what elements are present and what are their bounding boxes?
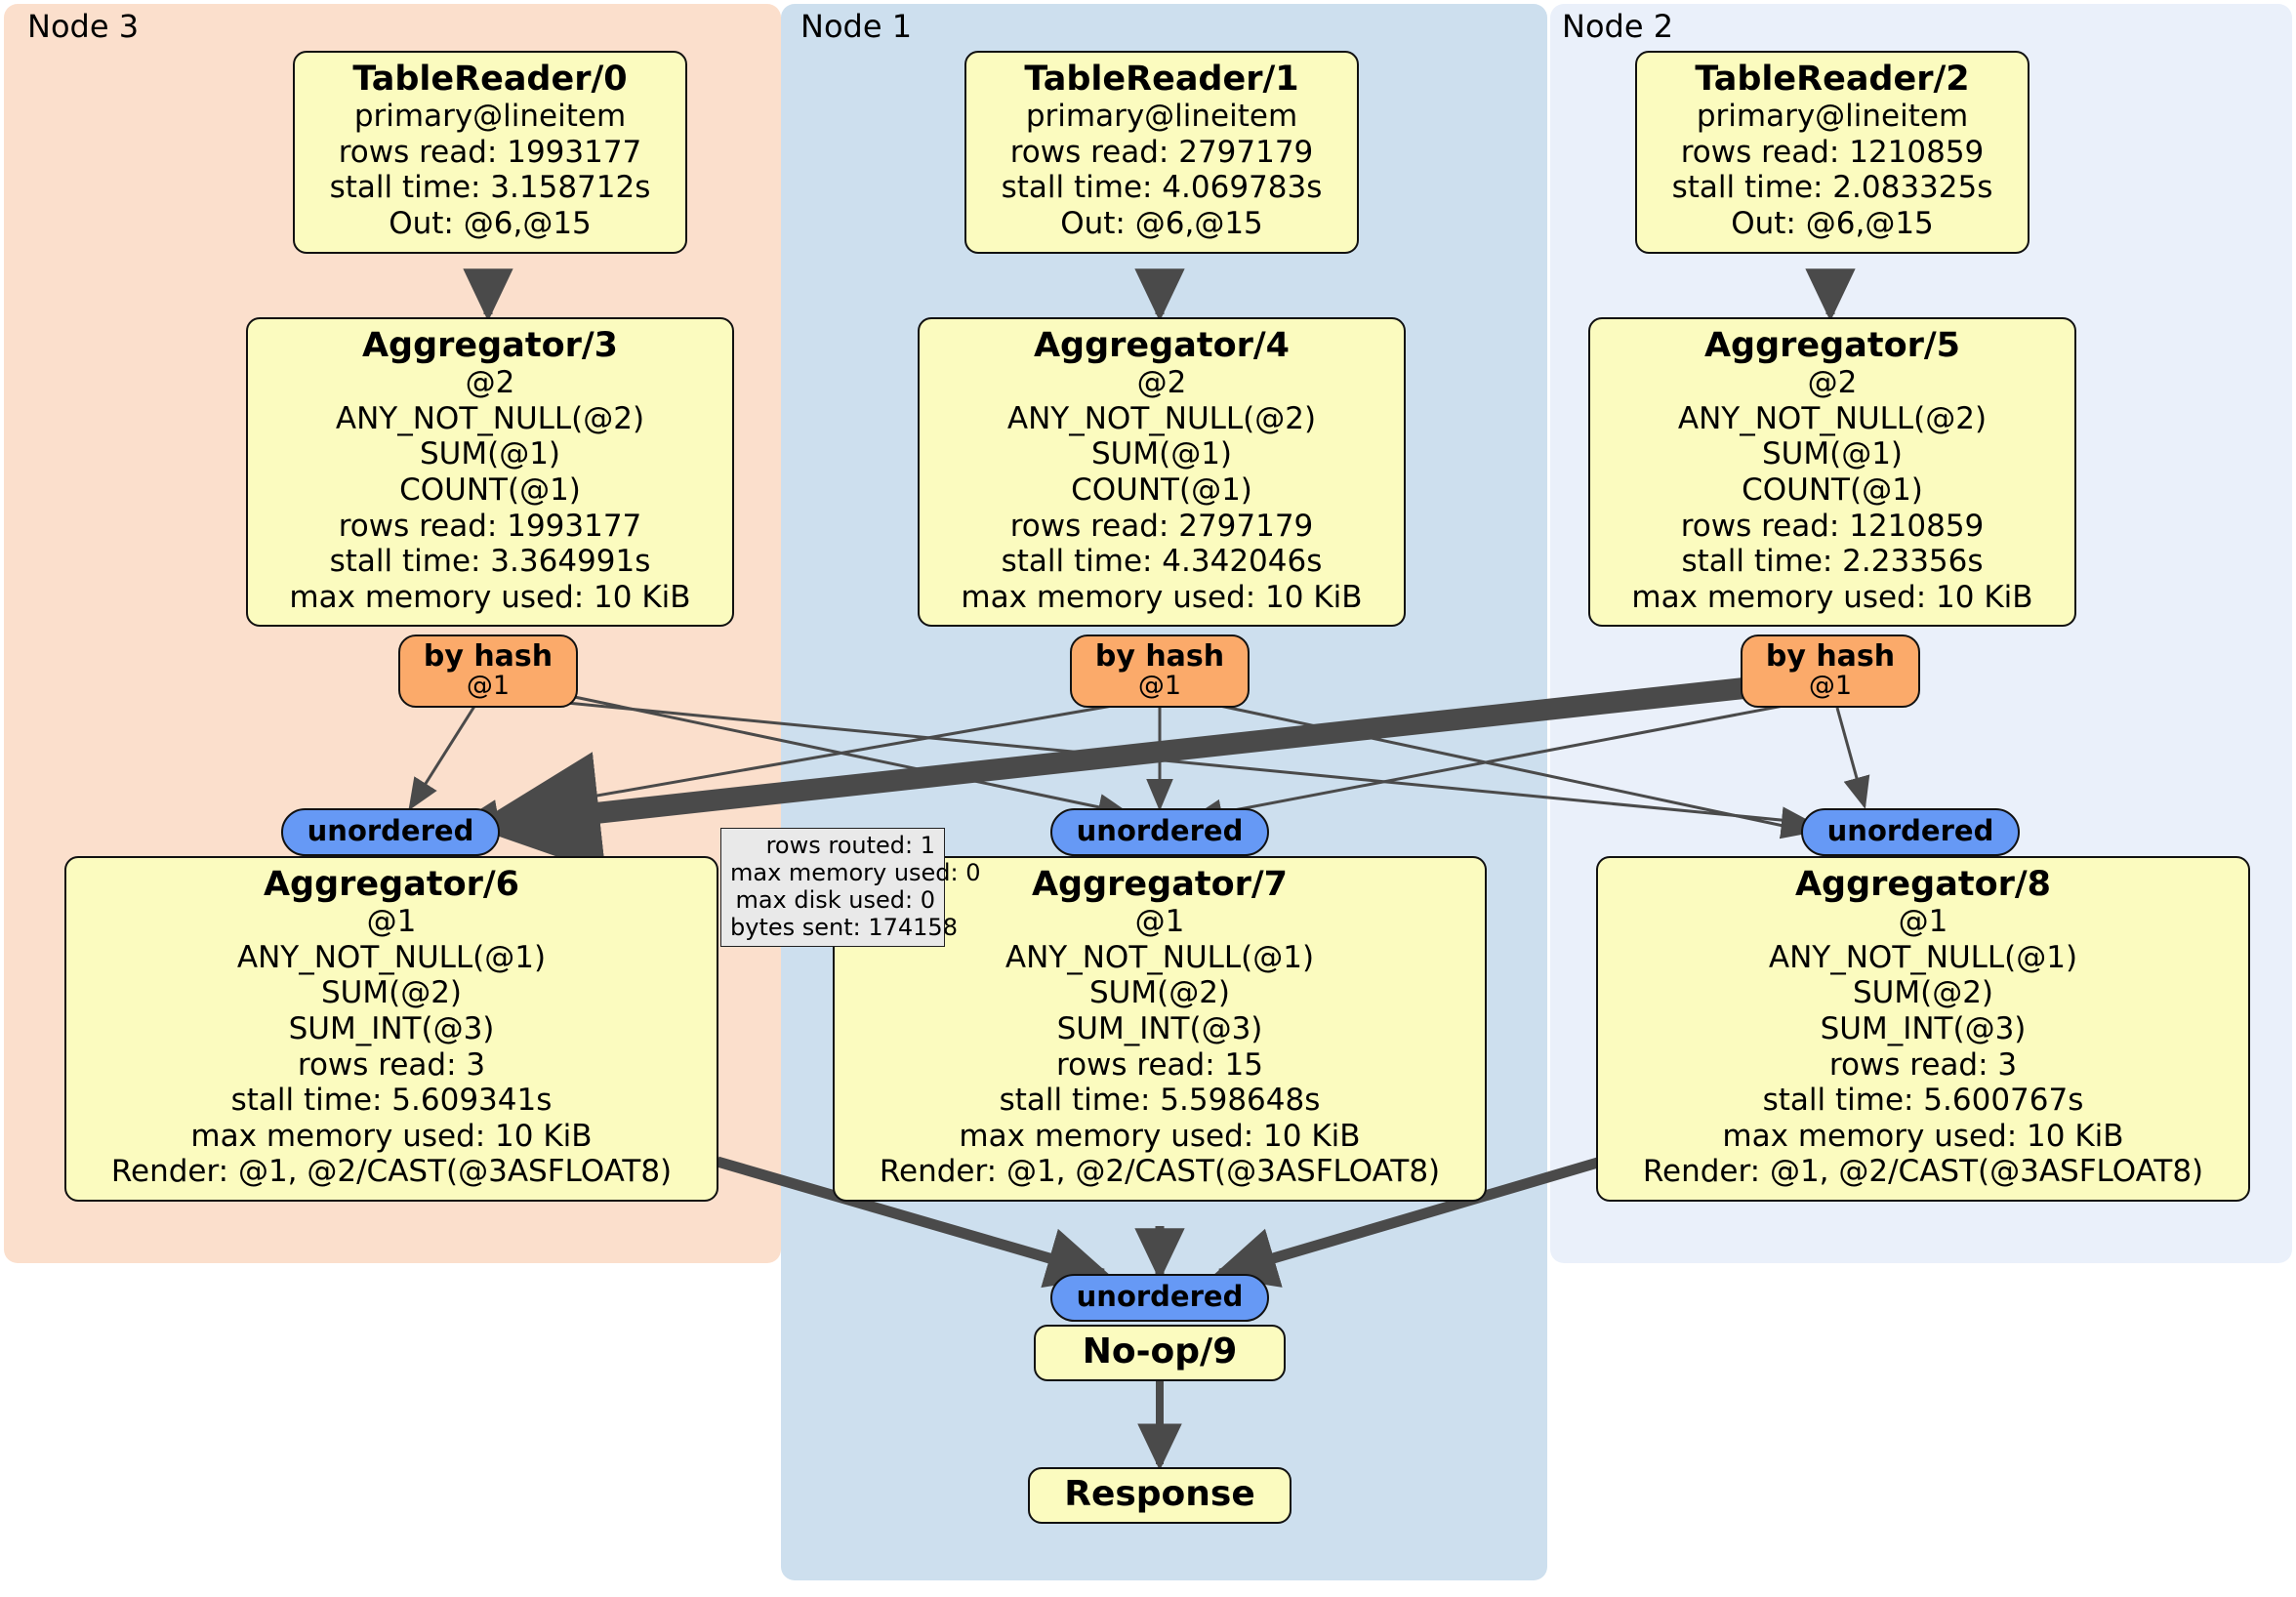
operator-detail-table: primary@lineitem	[1696, 99, 1969, 135]
operator-detail-group: @1	[1134, 904, 1185, 940]
operator-detail-rows-read: rows read: 3	[1828, 1046, 2018, 1083]
operator-detail-stall-time: stall time: 5.609341s	[230, 1083, 553, 1119]
stream-unordered-final[interactable]: unordered	[1050, 1274, 1269, 1323]
operator-title: Aggregator/8	[1794, 865, 2052, 904]
operator-aggregator-4[interactable]: Aggregator/4 @2 ANY_NOT_NULL(@2) SUM(@1)…	[918, 317, 1406, 628]
operator-title: Aggregator/6	[263, 865, 520, 904]
operator-detail-rows-read: rows read: 2797179	[1009, 134, 1314, 170]
operator-tablereader-2[interactable]: TableReader/2 primary@lineitem rows read…	[1635, 51, 2030, 254]
operator-aggregator-3[interactable]: Aggregator/3 @2 ANY_NOT_NULL(@2) SUM(@1)…	[246, 317, 734, 628]
operator-detail-agg-3: SUM_INT(@3)	[1056, 1010, 1263, 1046]
operator-detail-agg-1: ANY_NOT_NULL(@1)	[1768, 939, 2078, 975]
operator-detail-agg-3: SUM_INT(@3)	[288, 1010, 495, 1046]
stream-unordered-center[interactable]: unordered	[1050, 808, 1269, 857]
operator-aggregator-8[interactable]: Aggregator/8 @1 ANY_NOT_NULL(@1) SUM(@2)…	[1596, 856, 2250, 1202]
operator-detail-agg-2: SUM(@2)	[1088, 975, 1231, 1011]
operator-detail-agg-1: ANY_NOT_NULL(@2)	[1677, 400, 1988, 436]
operator-title: Aggregator/4	[1033, 326, 1291, 365]
panel-label-node-1: Node 1	[800, 8, 913, 45]
operator-detail-agg-1: ANY_NOT_NULL(@2)	[1006, 400, 1317, 436]
operator-detail-agg-2: SUM(@1)	[419, 436, 561, 472]
operator-aggregator-6[interactable]: Aggregator/6 @1 ANY_NOT_NULL(@1) SUM(@2)…	[64, 856, 718, 1202]
operator-detail-group: @2	[465, 365, 515, 401]
router-by-hash-node-1[interactable]: by hash @1	[1070, 635, 1250, 709]
operator-detail-agg-3: COUNT(@1)	[1742, 471, 1923, 508]
operator-detail-agg-1: ANY_NOT_NULL(@2)	[335, 400, 645, 436]
panel-label-node-3: Node 3	[27, 8, 140, 45]
operator-detail-group: @1	[1898, 904, 1948, 940]
operator-detail-agg-2: SUM(@2)	[320, 975, 463, 1011]
operator-title: Aggregator/3	[361, 326, 619, 365]
operator-detail-group: @1	[366, 904, 417, 940]
operator-detail-agg-2: SUM(@1)	[1090, 436, 1233, 472]
operator-aggregator-5[interactable]: Aggregator/5 @2 ANY_NOT_NULL(@2) SUM(@1)…	[1588, 317, 2076, 628]
operator-title: TableReader/1	[1024, 60, 1299, 99]
operator-detail-stall-time: stall time: 2.083325s	[1671, 170, 1993, 206]
edge-stat-max-memory-used: max memory used: 0	[730, 859, 981, 887]
router-by-hash-node-3[interactable]: by hash @1	[398, 635, 578, 709]
operator-response[interactable]: Response	[1028, 1467, 1292, 1525]
operator-detail-stall-time: stall time: 2.23356s	[1681, 544, 1984, 580]
operator-title: Aggregator/7	[1031, 865, 1289, 904]
operator-detail-group: @2	[1136, 365, 1187, 401]
operator-detail-max-memory: max memory used: 10 KiB	[959, 1118, 1361, 1154]
stream-unordered-left[interactable]: unordered	[281, 808, 500, 857]
operator-title: Aggregator/5	[1703, 326, 1961, 365]
operator-detail-rows-read: rows read: 3	[297, 1046, 486, 1083]
operator-title: No-op/9	[1082, 1331, 1238, 1372]
operator-tablereader-0[interactable]: TableReader/0 primary@lineitem rows read…	[293, 51, 687, 254]
operator-detail-out: Out: @6,@15	[1060, 205, 1263, 241]
operator-title: TableReader/0	[352, 60, 628, 99]
operator-title: TableReader/2	[1695, 60, 1970, 99]
operator-detail-rows-read: rows read: 1210859	[1680, 508, 1985, 544]
router-title: by hash	[423, 639, 554, 674]
operator-detail-agg-2: SUM(@2)	[1852, 975, 1994, 1011]
operator-detail-agg-3: COUNT(@1)	[399, 471, 581, 508]
router-column: @1	[1808, 671, 1853, 701]
operator-detail-max-memory: max memory used: 10 KiB	[961, 579, 1363, 615]
operator-detail-rows-read: rows read: 15	[1056, 1046, 1263, 1083]
router-column: @1	[1137, 671, 1182, 701]
operator-detail-rows-read: rows read: 1993177	[338, 508, 642, 544]
router-title: by hash	[1765, 639, 1896, 674]
operator-detail-agg-2: SUM(@1)	[1761, 436, 1904, 472]
operator-detail-rows-read: rows read: 2797179	[1009, 508, 1314, 544]
edge-stat-rows-routed: rows routed: 1	[765, 832, 935, 859]
operator-detail-max-memory: max memory used: 10 KiB	[1631, 579, 2033, 615]
operator-detail-group: @2	[1807, 365, 1858, 401]
router-title: by hash	[1094, 639, 1225, 674]
operator-detail-agg-3: SUM_INT(@3)	[1820, 1010, 2027, 1046]
operator-tablereader-1[interactable]: TableReader/1 primary@lineitem rows read…	[964, 51, 1359, 254]
operator-detail-stall-time: stall time: 5.600767s	[1762, 1083, 2084, 1119]
operator-detail-render: Render: @1, @2/CAST(@3ASFLOAT8)	[110, 1154, 673, 1190]
operator-detail-max-memory: max memory used: 10 KiB	[289, 579, 691, 615]
operator-title: Response	[1064, 1474, 1255, 1514]
router-by-hash-node-2[interactable]: by hash @1	[1741, 635, 1920, 709]
operator-detail-stall-time: stall time: 3.158712s	[329, 170, 651, 206]
edge-stats-note: rows routed: 1 max memory used: 0 max di…	[720, 828, 981, 948]
operator-detail-max-memory: max memory used: 10 KiB	[1722, 1118, 2124, 1154]
edge-stat-bytes-sent: bytes sent: 174158	[730, 914, 958, 942]
operator-detail-table: primary@lineitem	[353, 99, 627, 135]
operator-detail-stall-time: stall time: 4.069783s	[1001, 170, 1323, 206]
operator-detail-max-memory: max memory used: 10 KiB	[190, 1118, 593, 1154]
operator-detail-rows-read: rows read: 1993177	[338, 134, 642, 170]
edge-stat-max-disk-used: max disk used: 0	[735, 886, 935, 915]
stream-unordered-right[interactable]: unordered	[1801, 808, 2020, 857]
operator-detail-stall-time: stall time: 3.364991s	[329, 544, 651, 580]
operator-detail-stall-time: stall time: 5.598648s	[999, 1083, 1321, 1119]
operator-detail-agg-3: COUNT(@1)	[1071, 471, 1252, 508]
operator-detail-agg-1: ANY_NOT_NULL(@1)	[236, 939, 547, 975]
operator-detail-out: Out: @6,@15	[389, 205, 592, 241]
operator-noop-9[interactable]: No-op/9	[1034, 1325, 1286, 1382]
operator-detail-agg-1: ANY_NOT_NULL(@1)	[1004, 939, 1315, 975]
operator-detail-table: primary@lineitem	[1025, 99, 1298, 135]
operator-detail-out: Out: @6,@15	[1731, 205, 1934, 241]
operator-detail-rows-read: rows read: 1210859	[1680, 134, 1985, 170]
router-column: @1	[466, 671, 511, 701]
operator-detail-render: Render: @1, @2/CAST(@3ASFLOAT8)	[879, 1154, 1441, 1190]
panel-label-node-2: Node 2	[1562, 8, 1674, 45]
operator-detail-render: Render: @1, @2/CAST(@3ASFLOAT8)	[1642, 1154, 2204, 1190]
operator-detail-stall-time: stall time: 4.342046s	[1001, 544, 1323, 580]
